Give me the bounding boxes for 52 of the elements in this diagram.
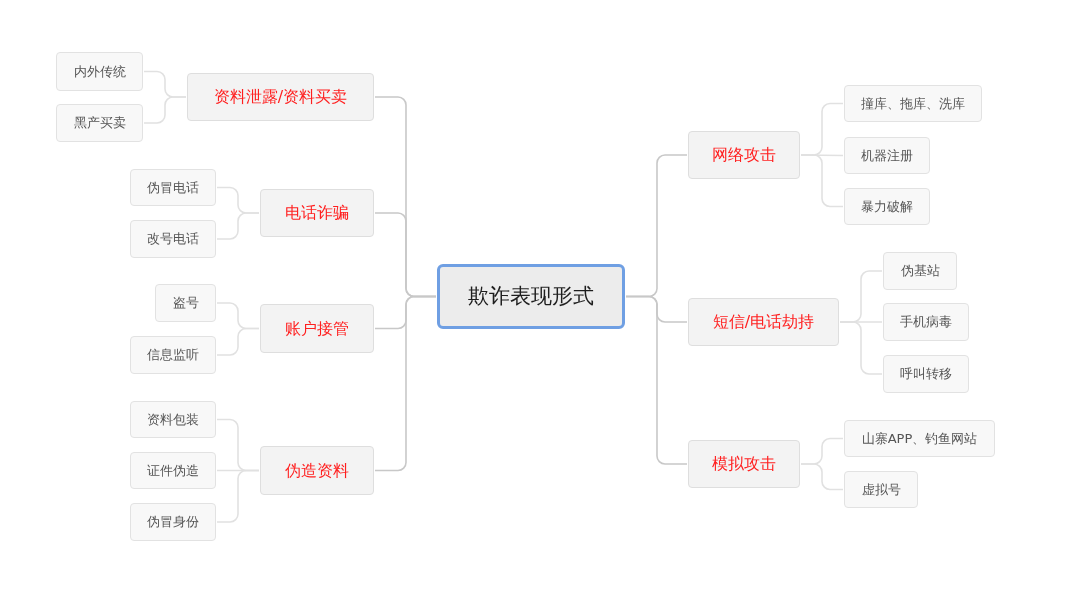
subtopic-box	[130, 169, 216, 206]
topic-text: 撞库、拖库、洗库	[861, 95, 965, 112]
main-topic-box	[688, 131, 800, 179]
topic-text: 资料包装	[147, 411, 199, 428]
topic-text: 欺诈表现形式	[468, 283, 594, 310]
main-topic-box	[260, 304, 374, 353]
topic-text: 盗号	[172, 295, 199, 311]
topic-text: 伪冒电话	[147, 179, 199, 196]
subtopic-box	[130, 503, 216, 541]
central-topic-box	[437, 264, 625, 329]
subtopic-box	[844, 137, 930, 174]
subtopic-box	[844, 471, 918, 508]
topic-text: 网络攻击	[712, 145, 776, 165]
main-topic-box	[260, 189, 374, 237]
connector-line	[625, 295, 688, 465]
topic-text: 手机病毒	[900, 314, 952, 330]
subtopic-box	[130, 220, 216, 258]
subtopic-box	[844, 420, 995, 457]
main-topic-box	[688, 440, 800, 488]
subtopic-box	[883, 303, 969, 341]
topic-text: 山寨APP、钓鱼网站	[861, 430, 978, 447]
topic-text: 信息监听	[147, 347, 199, 363]
topic-text: 暴力破解	[861, 198, 913, 215]
main-topic-box	[688, 298, 839, 346]
subtopic-box	[883, 355, 969, 393]
main-topic-box	[260, 446, 374, 495]
topic-text: 伪冒身份	[147, 514, 199, 530]
topic-text: 模拟攻击	[712, 454, 776, 474]
topic-text: 短信/电话劫持	[712, 312, 815, 332]
topic-text: 伪造资料	[285, 460, 349, 481]
topic-text: 黑产买卖	[73, 115, 126, 131]
subtopic-box	[155, 284, 216, 322]
topic-text: 伪基站	[900, 263, 940, 279]
topic-text: 机器注册	[861, 147, 913, 164]
subtopic-box	[130, 336, 216, 374]
topic-text: 内外传统	[73, 63, 126, 80]
topic-text: 呼叫转移	[900, 366, 952, 382]
subtopic-box	[56, 104, 143, 142]
topic-text: 改号电话	[147, 231, 199, 247]
subtopic-box	[844, 188, 930, 225]
topic-text: 虚拟号	[861, 481, 901, 498]
topic-text: 电话诈骗	[285, 203, 349, 223]
subtopic-box	[56, 52, 143, 91]
subtopic-box	[130, 401, 216, 438]
topic-text: 资料泄露/资料买卖	[213, 87, 348, 107]
main-topic-box	[187, 73, 374, 121]
connector-line	[374, 295, 437, 472]
topic-text: 账户接管	[285, 318, 349, 339]
subtopic-box	[844, 85, 982, 122]
subtopic-box	[883, 252, 957, 290]
subtopic-box	[130, 452, 216, 489]
topic-text: 证件伪造	[147, 462, 199, 479]
